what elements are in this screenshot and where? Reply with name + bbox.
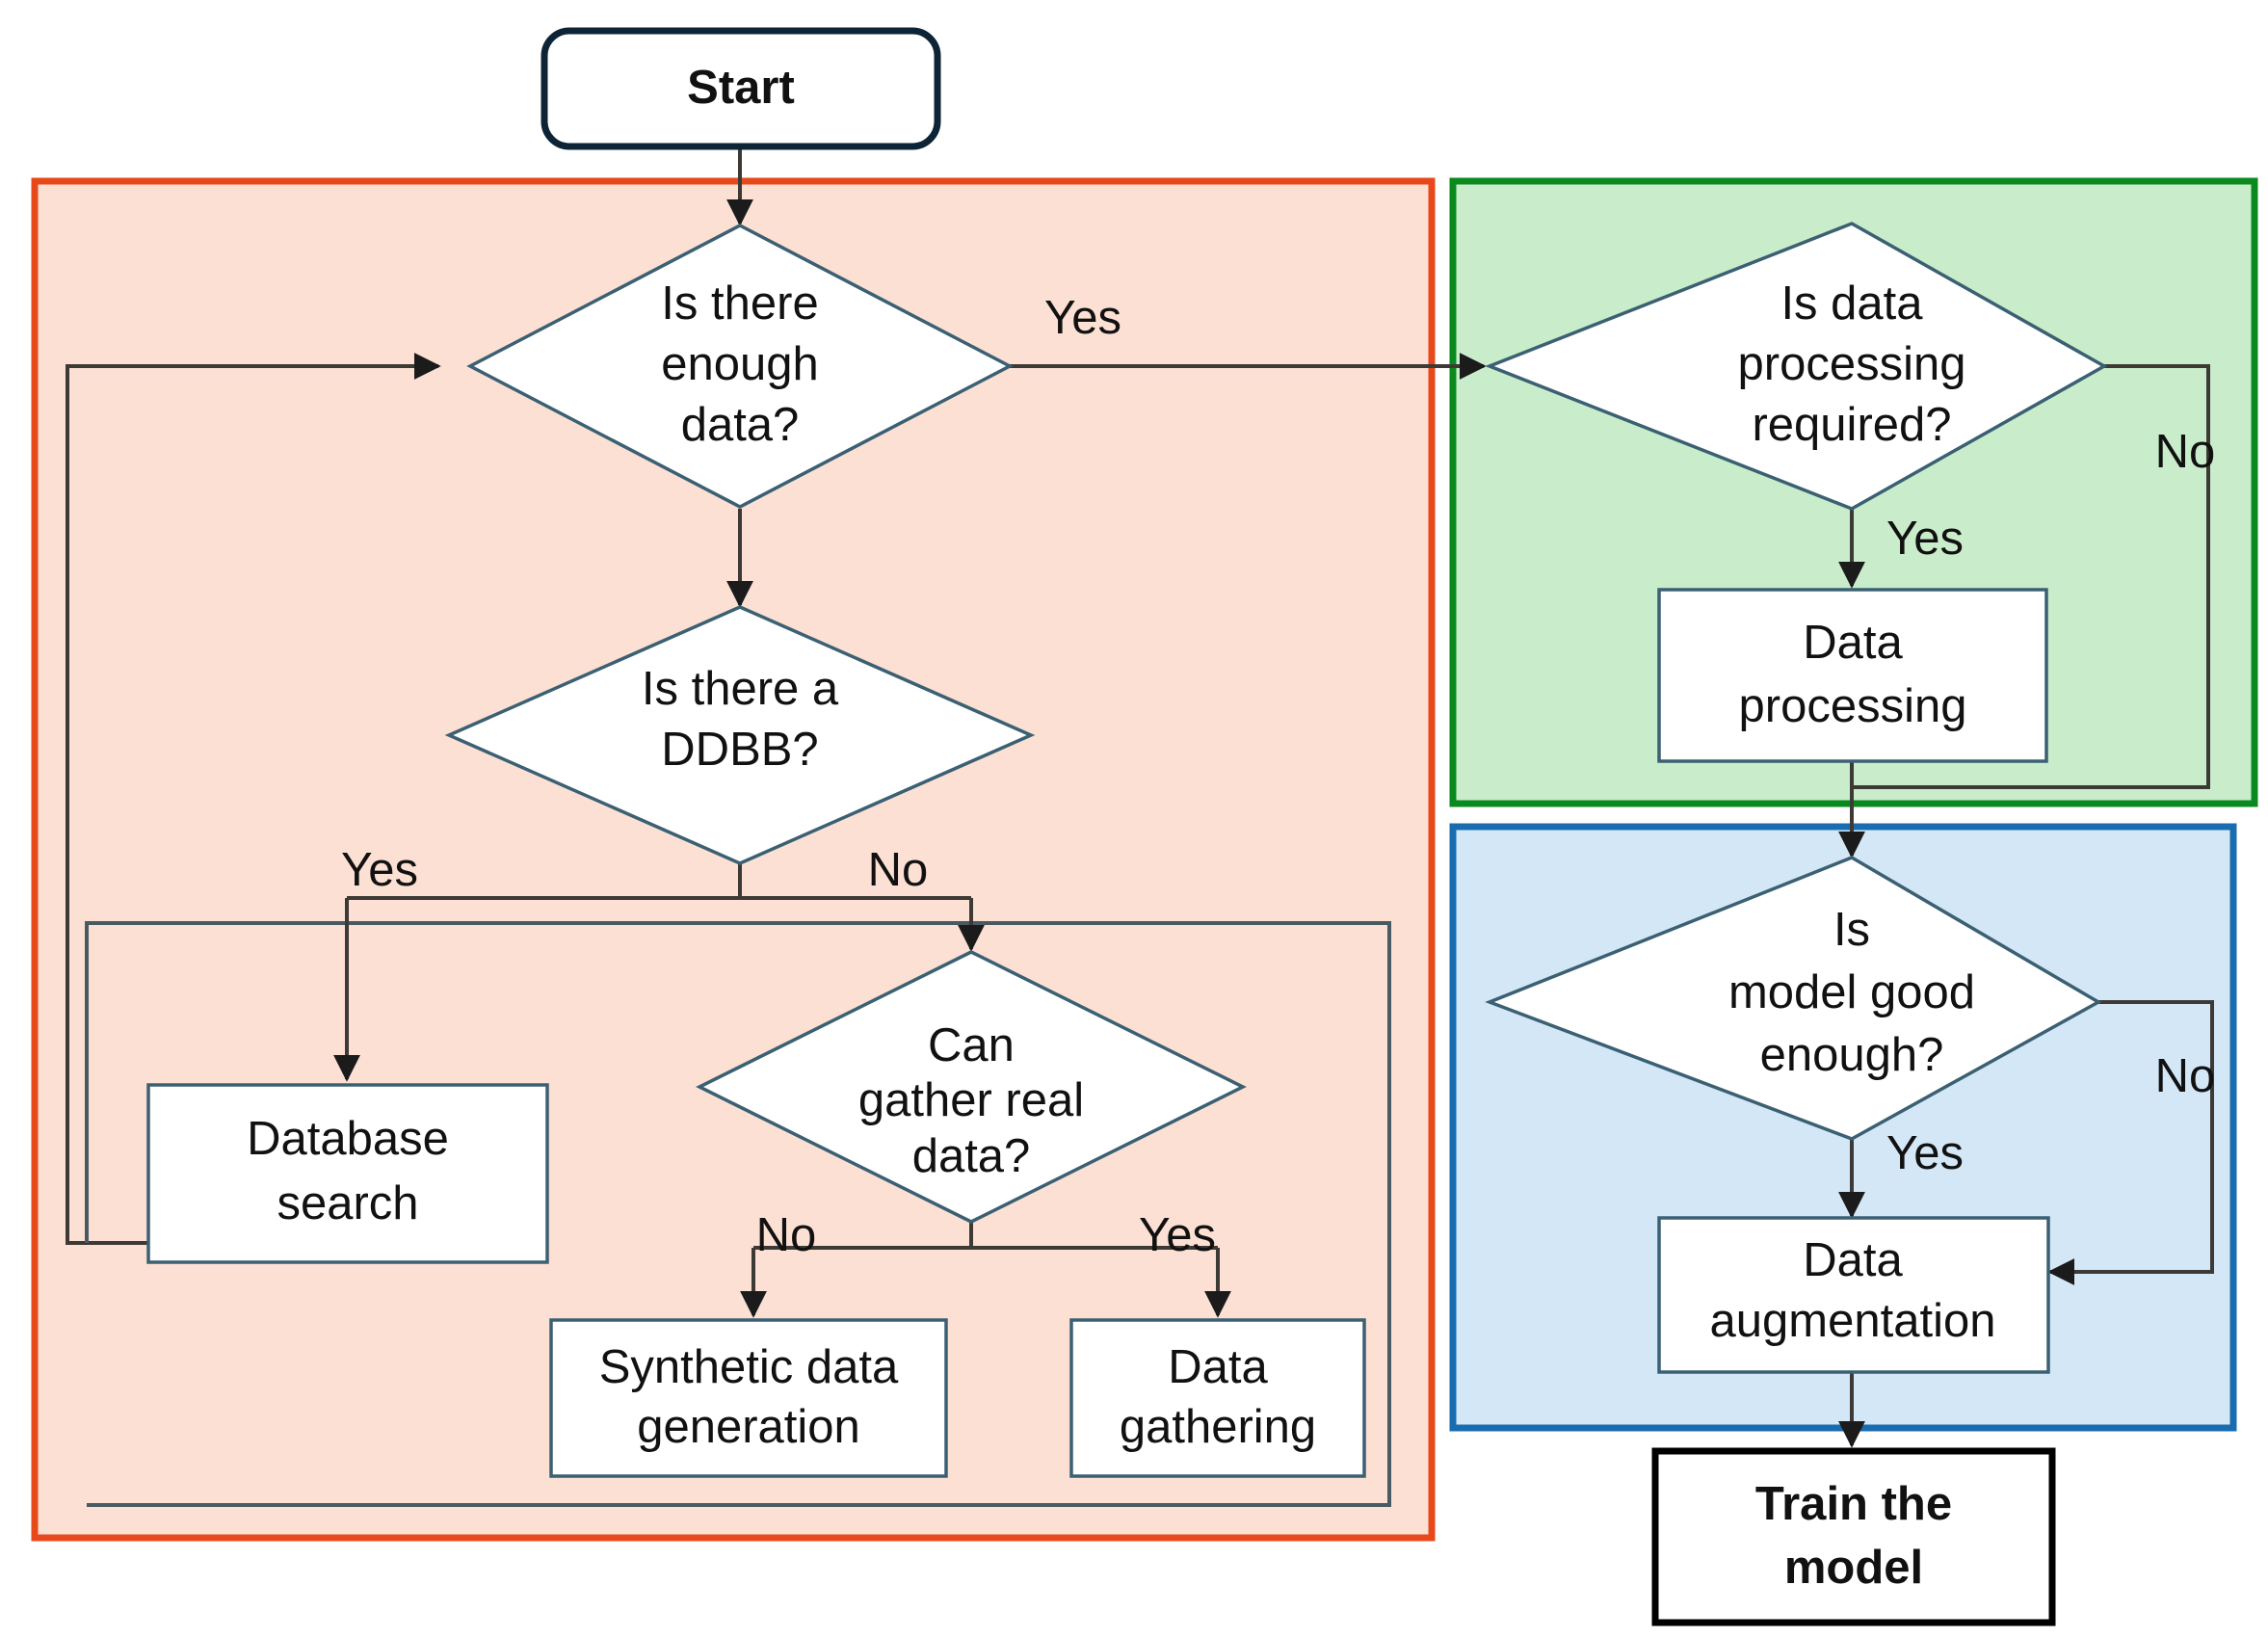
edge-label-model-no: No [2155,1050,2216,1102]
node-model-good-line-2: model good [1728,966,1975,1018]
node-ddbb-line-1: Is there a [642,663,839,715]
node-start-label: Start [687,62,795,114]
node-data-gathering[interactable]: Data gathering [1069,1318,1366,1478]
edge-label-gather-no: No [756,1209,817,1261]
edge-label-ddbb-no: No [868,844,929,896]
node-database-search-line-1: Database [247,1113,449,1165]
node-train-the-model[interactable]: Train the model [1651,1447,2056,1626]
node-augmentation-line-2: augmentation [1710,1295,1996,1347]
node-synthetic-line-1: Synthetic data [599,1341,899,1393]
node-train-line-2: model [1784,1542,1923,1594]
acquisition-loop-path [85,921,1391,1507]
node-processing-required-line-1: Is data [1780,277,1923,330]
node-gather-line-2: gather real [858,1074,1084,1126]
node-gathering-line-2: gathering [1120,1401,1316,1453]
node-enough-data-line-1: Is there [661,277,818,330]
node-processing-required-line-2: processing [1738,338,1966,390]
node-data-processing-line-2: processing [1739,680,1967,732]
node-synthetic-data-generation[interactable]: Synthetic data generation [549,1318,948,1478]
edge-processing-no [1852,364,2210,789]
node-database-search-line-2: search [277,1177,418,1229]
edge-label-model-yes: Yes [1886,1127,1964,1179]
node-gather-line-3: data? [912,1130,1031,1182]
edge-model-no [2047,1000,2214,1285]
node-gathering-line-1: Data [1168,1341,1268,1393]
edge-label-enough-data-yes: Yes [1044,292,1121,344]
node-is-there-enough-data[interactable]: Is there enough data? [466,224,1014,509]
node-model-good-line-1: Is [1833,904,1870,956]
node-can-gather-real-data[interactable]: Can gather real data? [696,950,1247,1224]
node-data-processing-line-1: Data [1803,617,1903,669]
node-is-data-processing-required[interactable]: Is data processing required? [1485,222,2108,511]
node-is-model-good-enough[interactable]: Is model good enough? [1485,856,2102,1141]
node-is-there-a-ddbb[interactable]: Is there a DDBB? [444,605,1036,865]
edge-label-processing-yes: Yes [1886,513,1964,565]
node-processing-required-line-3: required? [1752,399,1951,451]
node-synthetic-line-2: generation [637,1401,860,1453]
node-ddbb-line-2: DDBB? [661,724,818,776]
node-model-good-line-3: enough? [1760,1029,1944,1081]
node-start[interactable]: Start [541,27,941,150]
edge-label-ddbb-yes: Yes [341,844,418,896]
node-enough-data-line-3: data? [681,399,800,451]
edge-label-processing-no: No [2155,426,2216,478]
node-data-augmentation[interactable]: Data augmentation [1657,1216,2050,1374]
node-gather-line-1: Can [928,1019,1015,1071]
node-train-line-1: Train the [1755,1478,1952,1530]
node-augmentation-line-1: Data [1803,1234,1903,1286]
node-database-search[interactable]: Database search [146,1083,549,1264]
edge-label-gather-yes: Yes [1139,1209,1216,1261]
node-data-processing[interactable]: Data processing [1657,588,2048,763]
node-enough-data-line-2: enough [661,338,819,390]
